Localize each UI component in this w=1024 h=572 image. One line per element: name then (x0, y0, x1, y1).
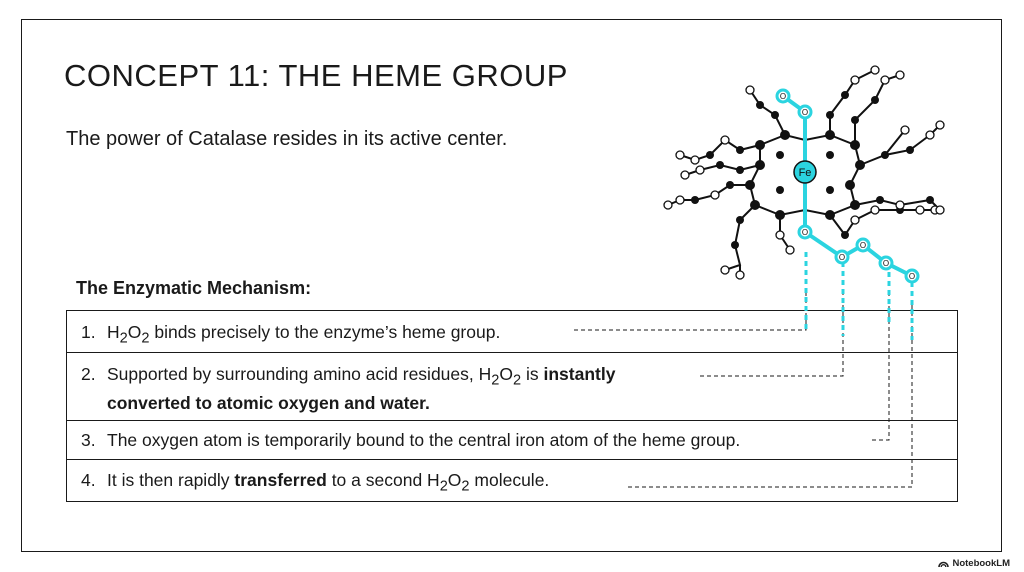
step-text: H2O2 binds precisely to the enzyme’s hem… (107, 322, 501, 347)
mechanism-steps-table: 1. H2O2 binds precisely to the enzyme’s … (66, 310, 958, 502)
fe-label: Fe (799, 167, 812, 179)
fe-center-atom (793, 160, 817, 184)
step-number: 3. (81, 430, 96, 450)
oxygen-atoms: O O O O O O O (775, 88, 920, 284)
svg-text:O: O (860, 241, 866, 250)
mechanism-step-4: 4. It is then rapidly transferred to a s… (67, 460, 957, 501)
step-text: It is then rapidly transferred to a seco… (107, 470, 550, 495)
step-number: 1. (81, 322, 96, 342)
mechanism-step-3: 3. The oxygen atom is temporarily bound … (67, 421, 957, 460)
svg-text:O: O (883, 259, 889, 268)
svg-text:O: O (780, 92, 786, 101)
slide-frame (21, 19, 1002, 552)
mechanism-step-2: 2. Supported by surrounding amino acid r… (67, 353, 957, 421)
notebooklm-logo-icon (938, 561, 950, 567)
mechanism-heading: The Enzymatic Mechanism: (76, 278, 312, 298)
step-number: 2. (81, 364, 96, 384)
svg-text:O: O (909, 272, 915, 281)
mechanism-step-1: 1. H2O2 binds precisely to the enzyme’s … (67, 311, 957, 353)
step-number: 4. (81, 470, 96, 490)
step-text: The oxygen atom is temporarily bound to … (107, 430, 741, 450)
step-text: Supported by surrounding amino acid resi… (107, 364, 616, 413)
slide-title: CONCEPT 11: THE HEME GROUP (64, 58, 568, 93)
svg-text:O: O (802, 228, 808, 237)
brand-name: NotebookLM (952, 558, 1010, 569)
svg-text:O: O (839, 253, 845, 262)
brand-watermark: NotebookLM (938, 558, 1010, 569)
heme-molecule-diagram: O O O O O O O Fe (663, 65, 945, 284)
slide-subtitle: The power of Catalase resides in its act… (66, 128, 508, 150)
svg-text:O: O (802, 108, 808, 117)
